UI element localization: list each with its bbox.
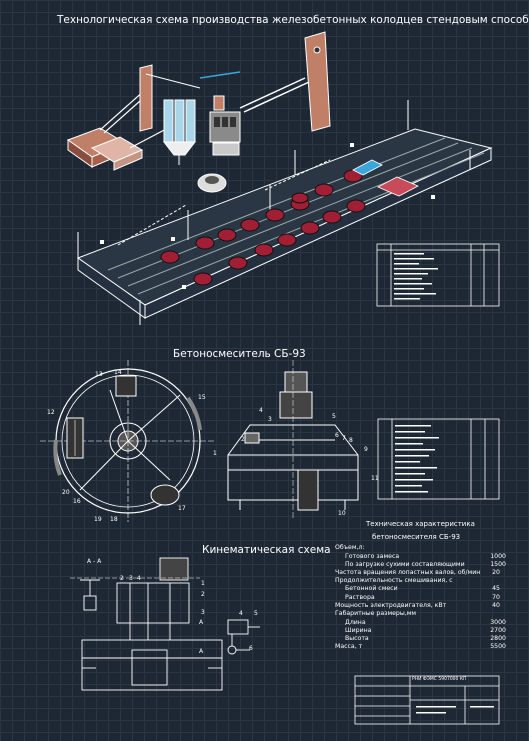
spec-row-label: Раствора xyxy=(345,594,375,601)
callout-16: 16 xyxy=(73,498,81,505)
mold-11 xyxy=(254,243,274,257)
svg-text:1: 1 xyxy=(201,580,205,587)
callout-14: 14 xyxy=(114,369,122,376)
callout-15: 15 xyxy=(198,394,206,401)
svg-text:5: 5 xyxy=(254,610,258,617)
svg-text:3: 3 xyxy=(129,575,133,582)
spec-row-value: 3000 xyxy=(490,619,506,626)
callout-12: 12 xyxy=(47,409,55,416)
reinforcement-plate xyxy=(377,176,419,197)
mold-3 xyxy=(217,228,237,242)
svg-text:7: 7 xyxy=(342,435,346,442)
spec-row-label: Продолжительность смешивания, с xyxy=(335,577,453,584)
svg-text:6: 6 xyxy=(335,432,339,439)
callout-17: 17 xyxy=(178,505,186,512)
spec-row-label: Высота xyxy=(345,635,369,642)
mold-7 xyxy=(314,183,334,197)
spec-row-value: 1500 xyxy=(490,561,506,568)
spec-row-label: Ширина xyxy=(345,627,372,634)
spec-row-label: По загрузке сухими составляющими xyxy=(345,561,465,568)
mold-12 xyxy=(277,233,297,247)
mold-14 xyxy=(322,210,342,224)
spec-row-label: Габаритные размеры,мм xyxy=(335,610,417,617)
spec-row-value: 2700 xyxy=(490,627,506,634)
equipment-table xyxy=(376,243,500,307)
svg-text:4: 4 xyxy=(259,407,263,414)
svg-text:11: 11 xyxy=(371,475,379,482)
svg-text:4: 4 xyxy=(137,575,141,582)
spec-row-value: 1000 xyxy=(490,553,506,560)
svg-text:А: А xyxy=(199,619,204,626)
mold-16 xyxy=(291,192,309,204)
svg-text:10: 10 xyxy=(338,510,346,517)
kinematic-title: Кинематическая схема xyxy=(202,544,331,556)
spec-heading: Техническая характеристика xyxy=(366,520,475,528)
spec-row-value: 45 xyxy=(492,585,500,592)
mold-9 xyxy=(193,272,213,286)
spec-row-value: 20 xyxy=(492,569,500,576)
callout-20: 20 xyxy=(62,489,70,496)
spec-row-label: Готового замеса xyxy=(345,553,400,560)
spec-subheading: бетоносмесителя СБ-93 xyxy=(372,533,461,541)
callout-18: 18 xyxy=(110,516,118,523)
svg-text:4: 4 xyxy=(239,610,243,617)
mold-2 xyxy=(195,236,215,250)
svg-text:3: 3 xyxy=(201,609,205,616)
spec-row-label: Длина xyxy=(345,619,366,626)
svg-text:5: 5 xyxy=(332,413,336,420)
spec-row-label: Мощность электродвигателя, кВт xyxy=(335,602,447,609)
callout-19: 19 xyxy=(94,516,102,523)
title-block xyxy=(354,675,500,725)
svg-text:А - А: А - А xyxy=(87,558,102,565)
callout-13: 13 xyxy=(95,371,103,378)
spec-row-label: Объем,л: xyxy=(335,544,365,551)
svg-text:А: А xyxy=(199,648,204,655)
bucket-elevator-left xyxy=(139,64,153,132)
mixer-plan-view xyxy=(40,360,215,522)
svg-text:2: 2 xyxy=(201,591,205,598)
stamp-document-code: РНИ ФЭМС 5907000 КП xyxy=(412,677,467,682)
spec-row-value: 40 xyxy=(492,602,500,609)
mixer-section-view xyxy=(227,360,359,520)
cement-silos xyxy=(162,99,197,165)
mold-10 xyxy=(228,256,248,270)
spec-row-value: 2800 xyxy=(490,635,506,642)
blue-carriage xyxy=(352,159,383,176)
svg-text:6: 6 xyxy=(249,645,253,652)
mold-4 xyxy=(240,218,260,232)
mold-5 xyxy=(265,208,285,222)
mold-13 xyxy=(300,221,320,235)
sheet-title: Технологическая схема производства желез… xyxy=(57,14,529,26)
svg-text:1: 1 xyxy=(213,450,217,457)
mixer-title: Бетоносмеситель СБ-93 xyxy=(173,348,306,360)
kinematic-scheme xyxy=(70,557,260,691)
svg-text:3: 3 xyxy=(268,416,272,423)
svg-text:8: 8 xyxy=(349,437,353,444)
spec-row-value: 70 xyxy=(492,594,500,601)
dosing-unit xyxy=(209,95,241,156)
bucket-elevator-right xyxy=(304,31,331,132)
spec-row-value: 5500 xyxy=(490,643,506,650)
spec-row-label: Частота вращения лопастных валов, об/мин xyxy=(335,569,481,576)
mold-1 xyxy=(160,250,180,264)
svg-text:2: 2 xyxy=(241,436,245,443)
spec-row-label: Масса, т xyxy=(335,643,363,650)
svg-text:2: 2 xyxy=(120,575,124,582)
mold-15 xyxy=(346,199,366,213)
mixer-parts-table xyxy=(377,418,500,500)
spec-row-label: Бетонной смеси xyxy=(345,585,398,592)
svg-text:9: 9 xyxy=(364,446,368,453)
